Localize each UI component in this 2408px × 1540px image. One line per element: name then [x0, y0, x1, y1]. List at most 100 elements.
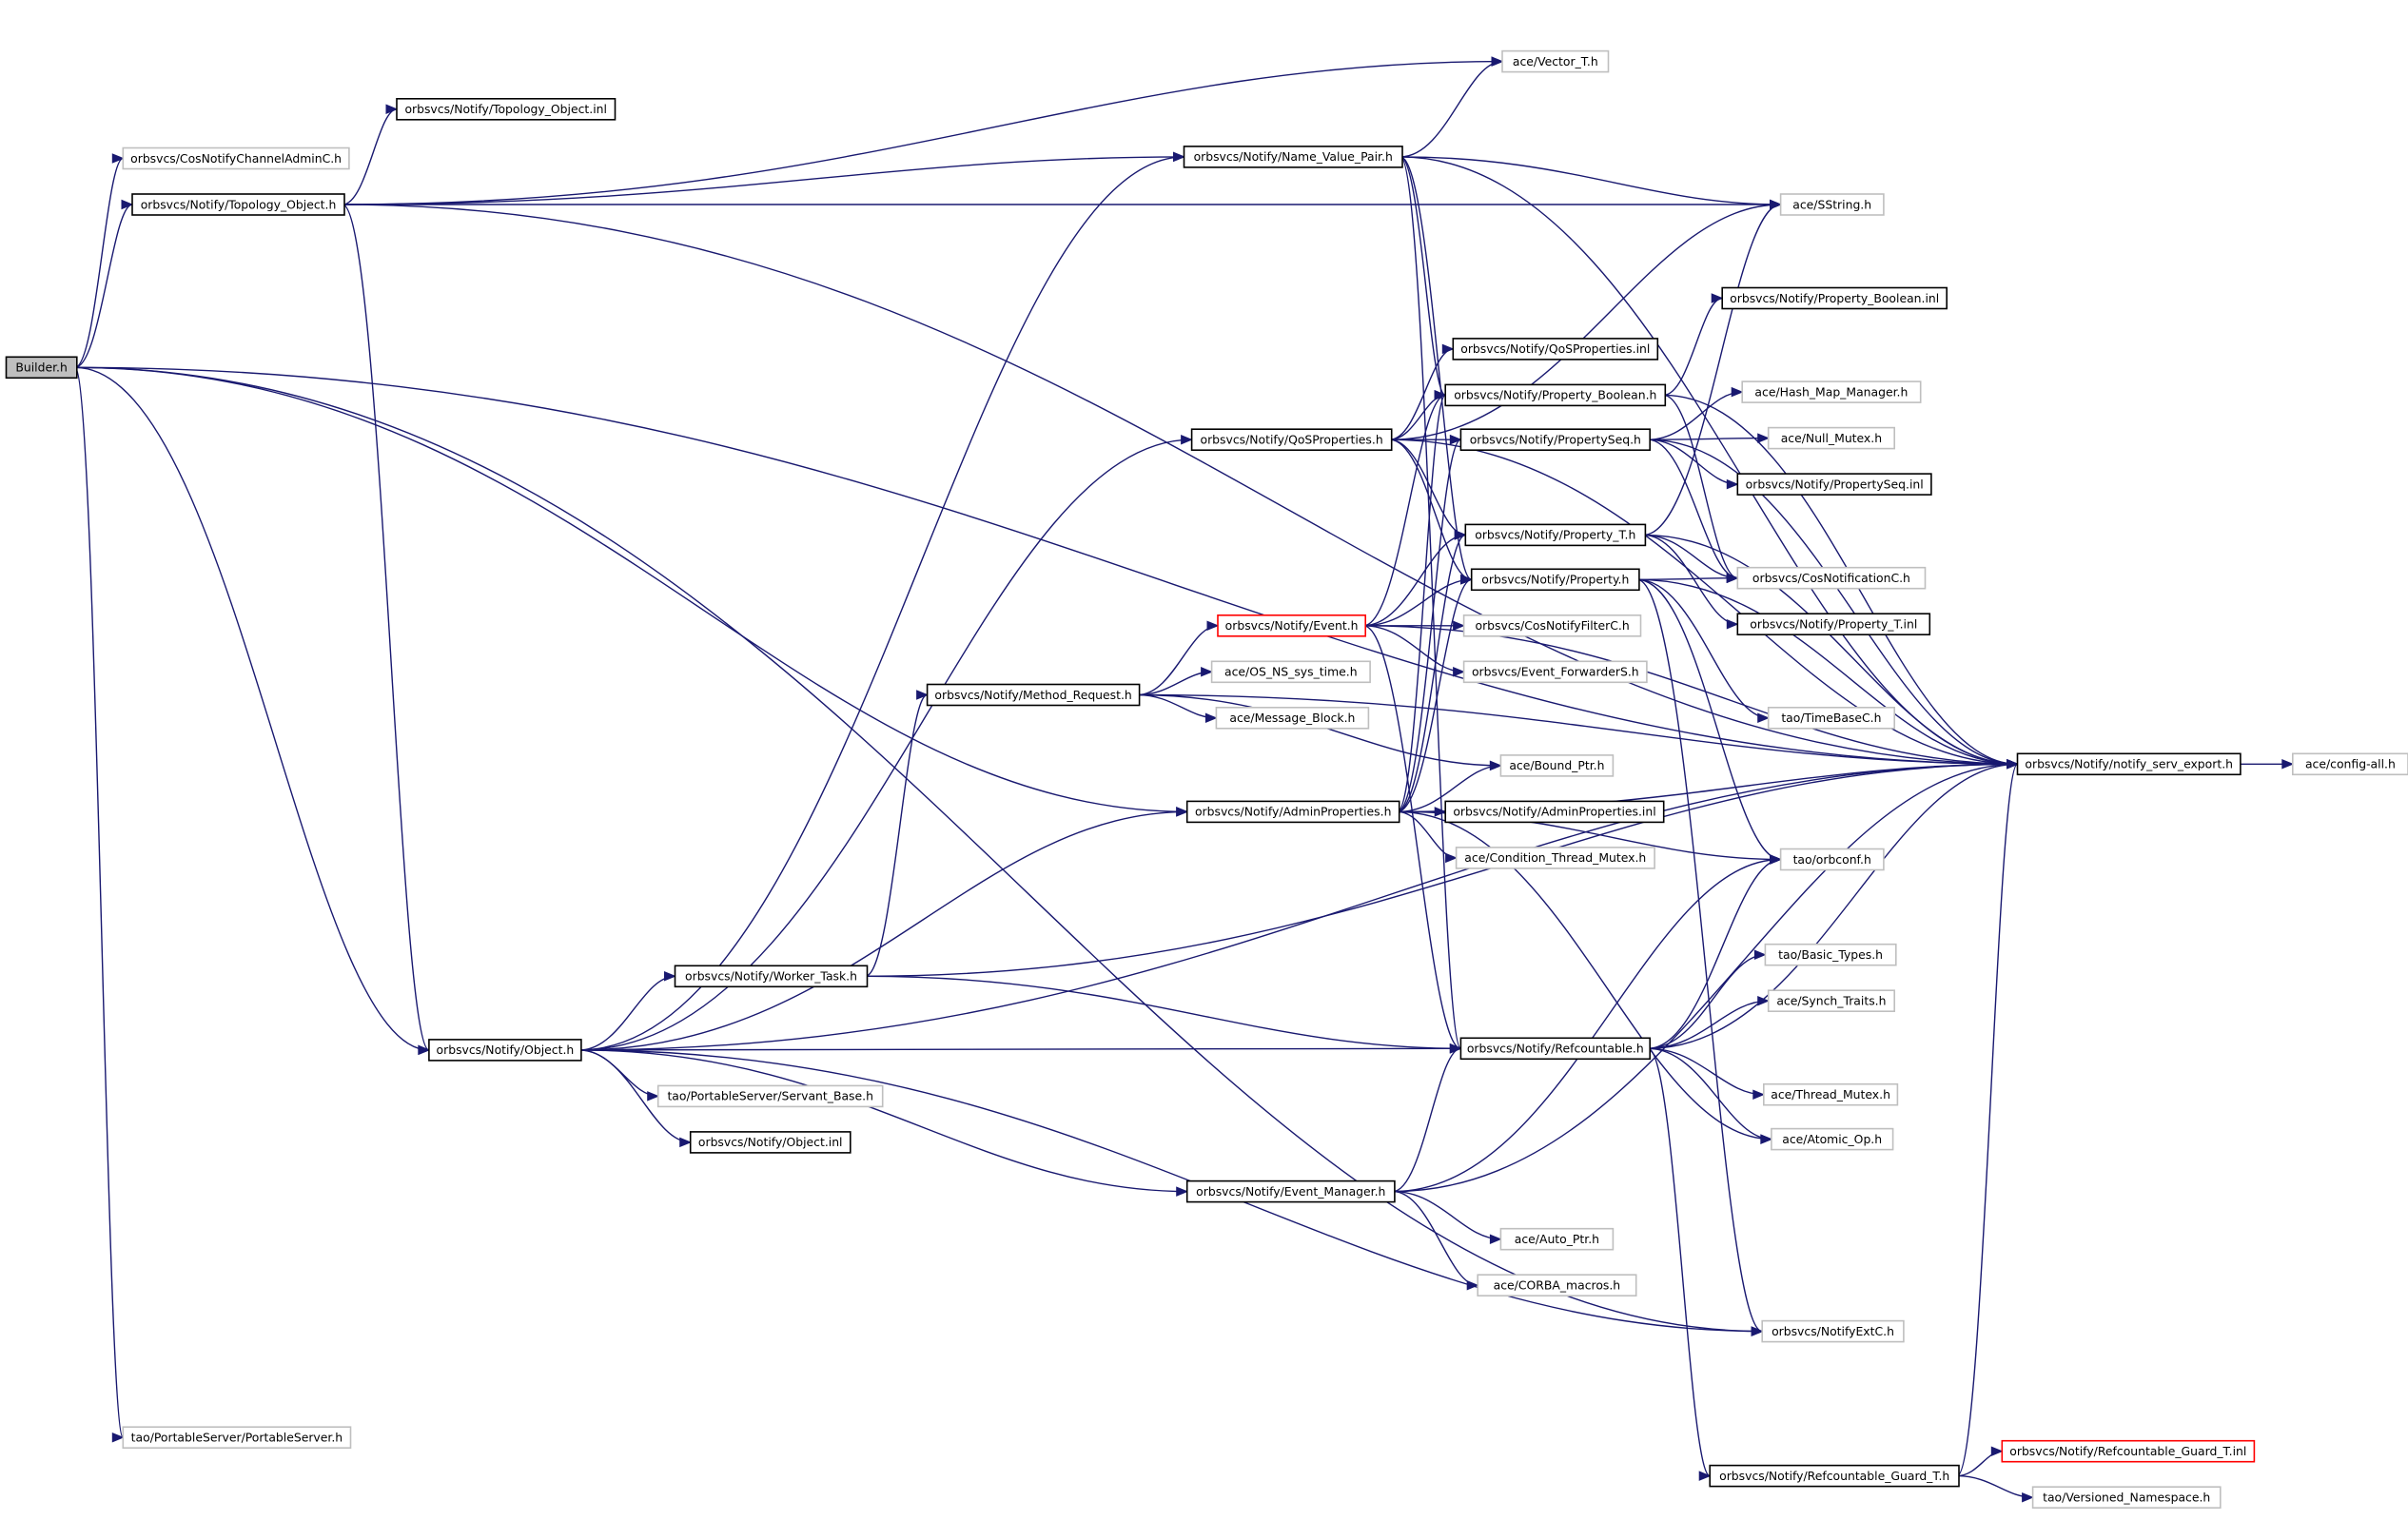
- include-edge: [1636, 577, 1738, 580]
- node-cosnotify-chan: orbsvcs/CosNotifyChannelAdminC.h: [122, 146, 350, 170]
- node-event-h[interactable]: orbsvcs/Notify/Event.h: [1217, 614, 1366, 637]
- node-label: Builder.h: [15, 361, 67, 375]
- node-box: [1763, 1082, 1899, 1106]
- arrowhead-icon: [1770, 199, 1782, 210]
- node-box: [1767, 426, 1895, 450]
- node-box: [122, 146, 350, 170]
- arrowhead-icon: [111, 1432, 125, 1443]
- node-event-mgr[interactable]: orbsvcs/Notify/Event_Manager.h: [1185, 1179, 1396, 1203]
- arrowhead-icon: [1445, 852, 1458, 864]
- arrowhead-icon: [1770, 854, 1782, 865]
- node-topo-obj-h[interactable]: orbsvcs/Notify/Topology_Object.h: [131, 193, 345, 216]
- node-qos-h[interactable]: orbsvcs/Notify/QoSProperties.h: [1190, 428, 1393, 452]
- node-box: [656, 1084, 884, 1108]
- include-edge: [865, 975, 1461, 1049]
- node-box: [1183, 146, 1403, 168]
- node-prop-bool-h[interactable]: orbsvcs/Notify/Property_Boolean.h: [1444, 383, 1667, 407]
- node-prop-t-inl[interactable]: orbsvcs/Notify/Property_T.inl: [1736, 613, 1931, 636]
- node-box: [1185, 800, 1400, 824]
- edges-layer: [74, 56, 2295, 1503]
- node-box: [1462, 660, 1648, 684]
- node-label: orbsvcs/Notify/Worker_Task.h: [685, 969, 857, 984]
- node-propseq-h[interactable]: orbsvcs/Notify/PropertySeq.h: [1459, 428, 1652, 452]
- include-edge: [1137, 625, 1219, 696]
- node-worker-task[interactable]: orbsvcs/Notify/Worker_Task.h: [674, 965, 869, 988]
- include-edge: [1389, 204, 1781, 440]
- node-box: [1767, 706, 1895, 730]
- include-edge: [1363, 625, 1464, 673]
- node-label: orbsvcs/Notify/Property_Boolean.h: [1454, 388, 1656, 402]
- node-prop-bool-inl[interactable]: orbsvcs/Notify/Property_Boolean.inl: [1721, 286, 1948, 310]
- node-null-mutex: ace/Null_Mutex.h: [1767, 426, 1895, 450]
- node-box: [1499, 754, 1615, 777]
- arrowhead-icon: [418, 1044, 431, 1056]
- node-thread-mutex: ace/Thread_Mutex.h: [1763, 1082, 1899, 1106]
- node-box: [396, 98, 617, 121]
- node-notify-ext: orbsvcs/NotifyExtC.h: [1761, 1319, 1905, 1343]
- node-box: [1462, 614, 1642, 637]
- node-property-h[interactable]: orbsvcs/Notify/Property.h: [1470, 568, 1640, 592]
- include-edge: [578, 1047, 1461, 1051]
- node-qos-inl[interactable]: orbsvcs/Notify/QoSProperties.inl: [1452, 338, 1659, 361]
- node-serv-export[interactable]: orbsvcs/Notify/notify_serv_export.h: [2016, 752, 2242, 776]
- node-hash-map: ace/Hash_Map_Manager.h: [1741, 380, 1922, 403]
- include-edge: [578, 1049, 1187, 1193]
- arrowhead-icon: [2022, 1491, 2034, 1503]
- node-label: orbsvcs/CosNotifyFilterC.h: [1475, 618, 1629, 633]
- node-propseq-inl[interactable]: orbsvcs/Notify/PropertySeq.inl: [1736, 473, 1932, 496]
- node-atomic-op: ace/Atomic_Op.h: [1771, 1127, 1894, 1151]
- node-method-req[interactable]: orbsvcs/Notify/Method_Request.h: [926, 683, 1141, 707]
- node-admin-props-inl[interactable]: orbsvcs/Notify/AdminProperties.inl: [1444, 800, 1665, 824]
- node-box: [1459, 1037, 1652, 1061]
- node-box: [1444, 800, 1665, 824]
- node-label: tao/Basic_Types.h: [1778, 947, 1883, 962]
- include-edge: [342, 156, 1184, 205]
- include-edge: [1400, 156, 1781, 205]
- node-object-h[interactable]: orbsvcs/Notify/Object.h: [428, 1039, 582, 1062]
- include-edge: [865, 693, 928, 977]
- node-label: tao/Versioned_Namespace.h: [2043, 1491, 2210, 1505]
- node-label: orbsvcs/Notify/QoSProperties.h: [1201, 433, 1383, 447]
- arrowhead-icon: [916, 690, 929, 700]
- node-label: orbsvcs/Notify/Topology_Object.inl: [404, 102, 607, 116]
- include-edge: [74, 366, 1763, 1333]
- node-box: [1444, 383, 1667, 407]
- include-edge: [74, 157, 124, 368]
- node-nvp[interactable]: orbsvcs/Notify/Name_Value_Pair.h: [1183, 146, 1403, 168]
- arrowhead-icon: [1757, 433, 1771, 443]
- node-object-inl[interactable]: orbsvcs/Notify/Object.inl: [689, 1131, 852, 1154]
- include-edge: [1648, 954, 1766, 1049]
- node-refcountable-h[interactable]: orbsvcs/Notify/Refcountable.h: [1459, 1037, 1652, 1061]
- node-ref-guard-h[interactable]: orbsvcs/Notify/Refcountable_Guard_T.h: [1709, 1464, 1960, 1488]
- node-label: ace/SString.h: [1792, 197, 1871, 211]
- node-label: ace/Atomic_Op.h: [1782, 1132, 1882, 1146]
- arrowhead-icon: [1176, 1186, 1189, 1197]
- include-edge: [74, 366, 2018, 765]
- arrowhead-icon: [1751, 1326, 1764, 1336]
- arrowhead-icon: [1460, 575, 1474, 585]
- node-label: orbsvcs/Notify/Refcountable.h: [1467, 1042, 1644, 1056]
- arrowhead-icon: [1449, 1043, 1462, 1054]
- node-auto-ptr: ace/Auto_Ptr.h: [1499, 1227, 1615, 1251]
- node-label: orbsvcs/NotifyExtC.h: [1772, 1324, 1894, 1338]
- node-box: [2001, 1439, 2256, 1463]
- node-orbconf: tao/orbconf.h: [1779, 848, 1885, 871]
- node-prop-t-h[interactable]: orbsvcs/Notify/Property_T.h: [1464, 523, 1647, 547]
- arrowhead-icon: [121, 199, 134, 210]
- node-label: orbsvcs/Notify/Refcountable_Guard_T.h: [1719, 1469, 1949, 1483]
- node-label: ace/Null_Mutex.h: [1781, 431, 1882, 445]
- arrowhead-icon: [1441, 343, 1455, 355]
- arrowhead-icon: [1453, 667, 1465, 677]
- include-edge: [1397, 439, 1461, 813]
- include-edge: [1636, 578, 1781, 861]
- node-vector-t: ace/Vector_T.h: [1501, 49, 1610, 73]
- arrowhead-icon: [111, 153, 125, 164]
- node-box: [1210, 660, 1371, 684]
- arrowhead-icon: [679, 1137, 693, 1148]
- arrowhead-icon: [1731, 386, 1744, 398]
- node-ref-guard-inl[interactable]: orbsvcs/Notify/Refcountable_Guard_T.inl: [2001, 1439, 2256, 1463]
- node-topo-obj-inl[interactable]: orbsvcs/Notify/Topology_Object.inl: [396, 98, 617, 121]
- node-admin-props-h[interactable]: orbsvcs/Notify/AdminProperties.h: [1185, 800, 1400, 824]
- include-edge: [74, 366, 124, 1438]
- node-label: orbsvcs/Notify/Topology_Object.h: [141, 197, 337, 211]
